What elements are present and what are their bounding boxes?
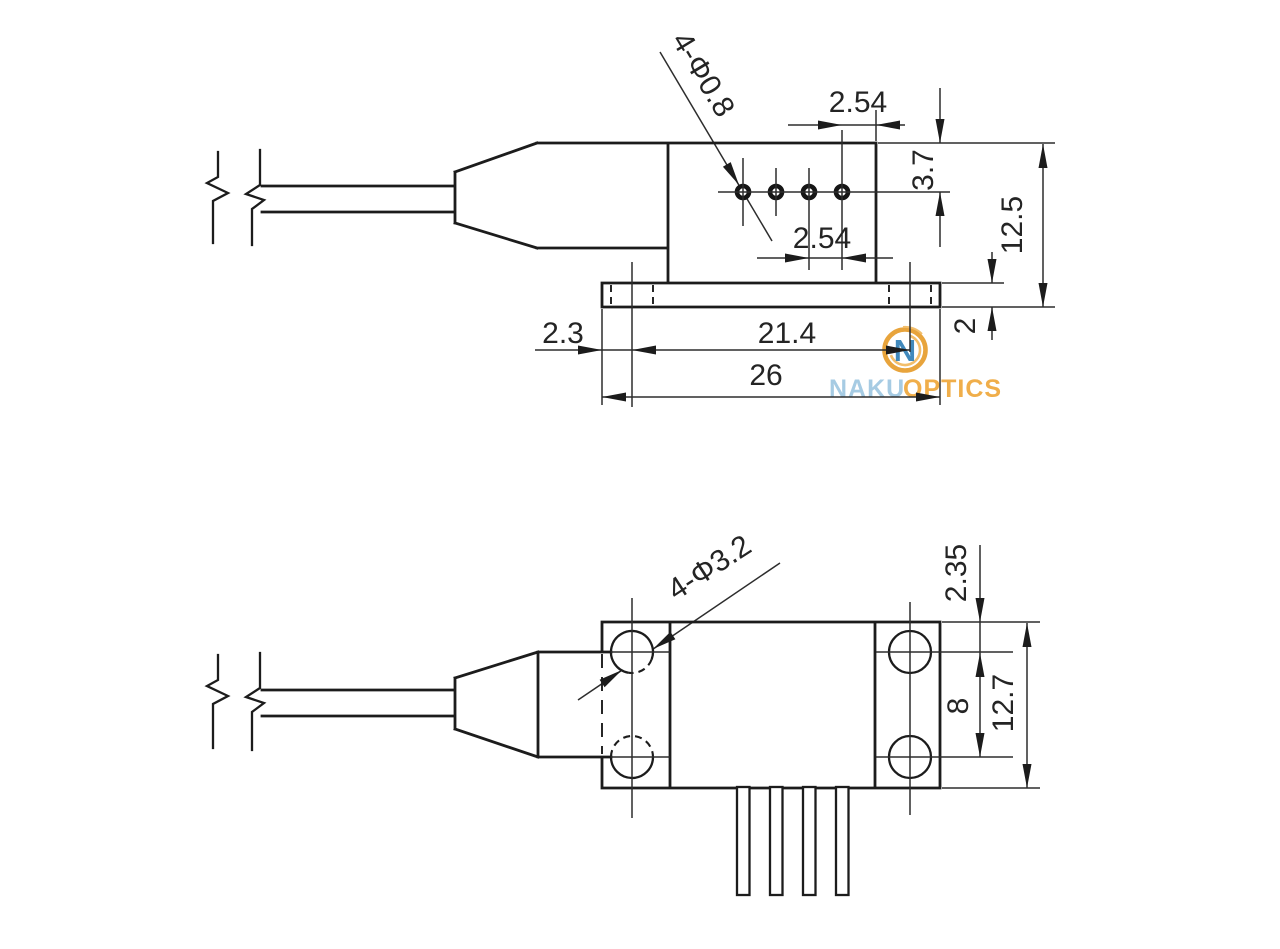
logo-ring-swirl-icon bbox=[889, 334, 922, 367]
dim-pin-pitch-bottom: 2.54 bbox=[793, 222, 851, 255]
dim-flange-edge-to-hole: 2.3 bbox=[542, 317, 584, 350]
dim-flange-thickness: 2 bbox=[949, 318, 982, 335]
logo-brand-naku: NAKU bbox=[829, 375, 905, 403]
watermark-logo: N NAKU OPTICS bbox=[829, 325, 1001, 403]
mount-holes bbox=[609, 629, 933, 780]
logo-ring-highlight-icon bbox=[902, 325, 923, 335]
side-view bbox=[204, 51, 1055, 407]
package-pins bbox=[735, 785, 850, 897]
top-view-dim-lines bbox=[611, 545, 1040, 818]
top-view bbox=[204, 545, 1040, 897]
dimension-arrows bbox=[578, 119, 1048, 788]
dim-pin-pitch-top: 2.54 bbox=[829, 86, 887, 119]
side-view-dim-lines bbox=[535, 88, 1055, 407]
package-outline-side bbox=[260, 141, 942, 309]
dim-flange-length: 26 bbox=[749, 359, 782, 392]
fiber-break-symbols-top bbox=[204, 651, 267, 752]
dim-mount-hole-callout: 4-Φ3.2 bbox=[662, 529, 757, 607]
dim-edge-to-hole-center: 2.35 bbox=[940, 544, 973, 602]
fiber-break-symbols bbox=[204, 148, 267, 247]
dim-pin-row-offset: 3.7 bbox=[907, 149, 940, 191]
hidden-hole-edges-side bbox=[610, 285, 932, 305]
dim-pin-hole-callout: 4-Φ0.8 bbox=[665, 27, 741, 123]
dim-mount-hole-row-span: 8 bbox=[942, 698, 975, 715]
pin-callout-leader bbox=[659, 51, 773, 242]
dim-overall-height: 12.5 bbox=[996, 196, 1029, 254]
package-outline-top bbox=[260, 620, 942, 790]
dim-mount-hole-span: 21.4 bbox=[758, 317, 816, 350]
dim-flange-width: 12.7 bbox=[987, 674, 1020, 732]
